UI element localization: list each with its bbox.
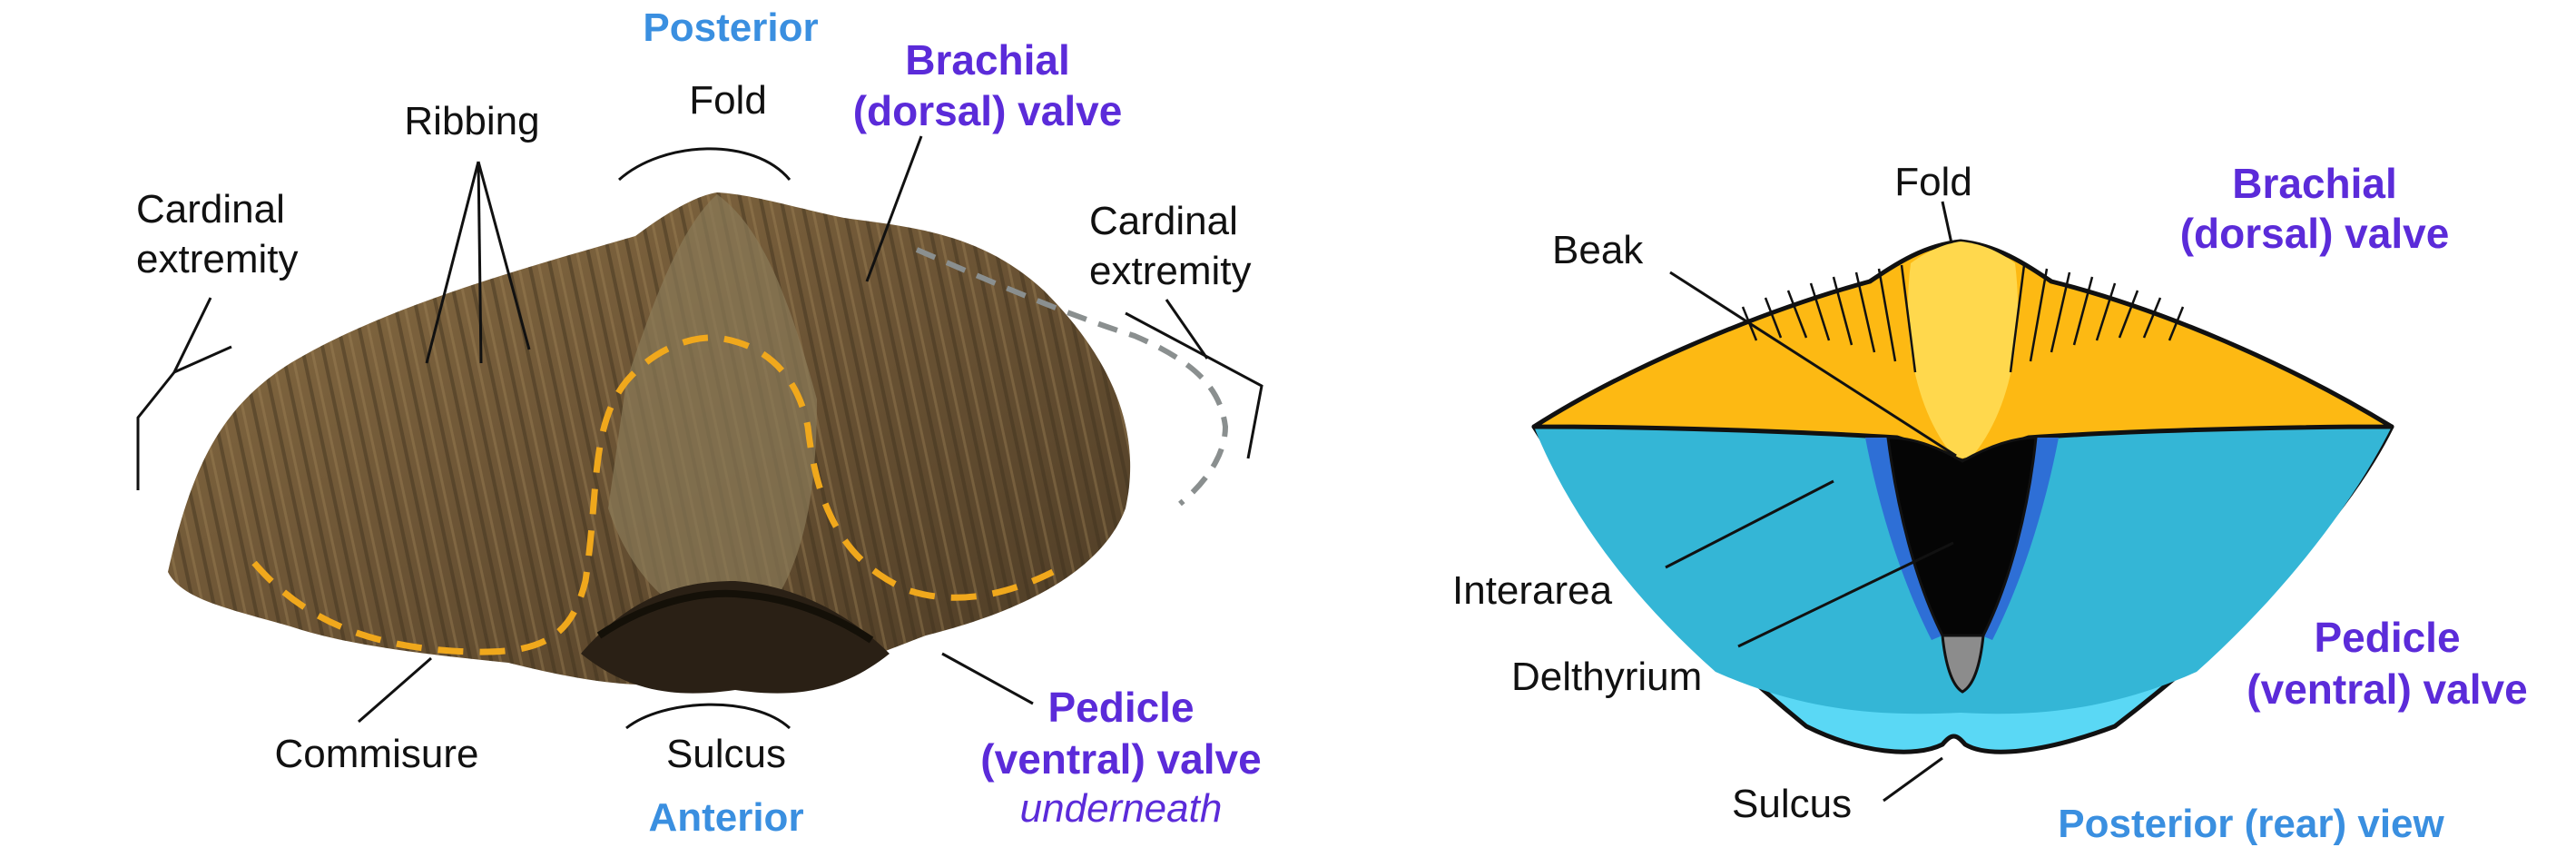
sulcus-arc xyxy=(625,703,791,730)
cardinal-right-bracket xyxy=(1125,311,1263,459)
brachial-label-right-line2: (dorsal) valve xyxy=(2180,210,2450,257)
pedicle-opening xyxy=(1941,634,1985,694)
posterior-label: Posterior xyxy=(643,5,818,50)
sulcus-leader xyxy=(1883,756,1943,803)
fold-leader xyxy=(1941,201,1953,244)
delthyrium-label: Delthyrium xyxy=(1511,655,1702,699)
pedicle-label-right-line1: Pedicle xyxy=(2314,614,2460,661)
interarea-edge-right xyxy=(1981,438,2059,640)
specimen-fold-ridge xyxy=(608,194,817,635)
ribbing-label: Ribbing xyxy=(404,99,539,143)
commisure-label: Commisure xyxy=(275,732,479,776)
beak-leader xyxy=(1669,271,1957,458)
cardinal-left-leader xyxy=(171,297,232,376)
commisure-dashed-line xyxy=(251,334,1055,655)
brachial-left-leader xyxy=(865,135,923,282)
ribbing-leader-1 xyxy=(425,161,480,364)
delthyrium-leader xyxy=(1737,541,1954,648)
anterior-label: Anterior xyxy=(648,795,803,840)
beak-label: Beak xyxy=(1552,228,1644,272)
posterior-view-caption: Posterior (rear) view xyxy=(2058,802,2444,846)
underneath-label: underneath xyxy=(1020,786,1223,831)
cardinal-left-bracket xyxy=(136,371,176,490)
fold-arc xyxy=(618,147,791,182)
fold-label: Fold xyxy=(689,78,767,123)
interarea-label: Interarea xyxy=(1452,568,1613,613)
delthyrium xyxy=(1886,436,2038,637)
commisure-leader xyxy=(358,656,432,724)
pedicle-label-line2: (ventral) valve xyxy=(980,735,1261,783)
cardinal-right-label-line2: extremity xyxy=(1089,249,1251,293)
dorsal-growth-lines xyxy=(1741,264,2185,373)
fold-highlight xyxy=(1908,241,2018,458)
cardinal-left-label-line2: extremity xyxy=(136,237,298,281)
brachial-label-line1: Brachial xyxy=(905,36,1070,84)
brachial-label-right-line1: Brachial xyxy=(2232,160,2397,207)
pedicle-label-line1: Pedicle xyxy=(1047,684,1194,731)
cardinal-outline-dashed xyxy=(915,247,1229,507)
brachial-label-line2: (dorsal) valve xyxy=(853,87,1123,134)
cardinal-right-label-line1: Cardinal xyxy=(1089,199,1238,243)
sulcus-label-right: Sulcus xyxy=(1732,782,1852,826)
specimen-photo xyxy=(168,192,1131,694)
specimen-sulcus-rim xyxy=(596,589,874,644)
cardinal-left-label-line1: Cardinal xyxy=(136,187,285,232)
cardinal-right-leader xyxy=(1165,299,1209,360)
pedicle-label-right-line2: (ventral) valve xyxy=(2247,665,2527,713)
fold-label-right: Fold xyxy=(1894,160,1972,204)
ribbing-leader-2 xyxy=(477,161,483,364)
ribbing-leader-3 xyxy=(477,161,531,350)
sulcus-label: Sulcus xyxy=(666,732,786,776)
interarea-edge-left xyxy=(1865,438,1942,640)
pedicle-left-leader xyxy=(941,652,1034,705)
interarea-leader xyxy=(1665,479,1834,569)
